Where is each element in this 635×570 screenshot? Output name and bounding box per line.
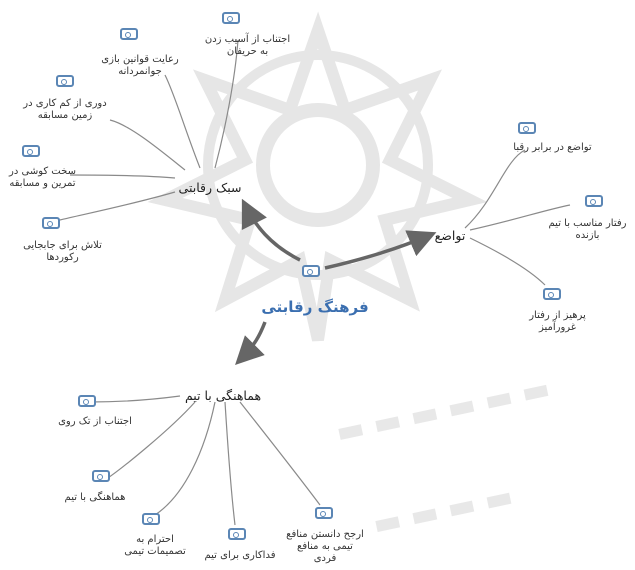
topic-note-icon [228, 528, 246, 540]
central-topic[interactable]: فرهنگ رقابتی [261, 298, 369, 316]
branch-humility[interactable]: تواضع [434, 228, 466, 243]
svg-text:▬ ▬ ▬ ▬: ▬ ▬ ▬ ▬ [370, 479, 516, 543]
team-child-3[interactable]: احترام به تصمیمات تیمی [124, 534, 186, 557]
topic-note-icon [222, 12, 240, 24]
humility-child-2[interactable]: رفتار مناسب با تیم بازنده [548, 218, 627, 241]
competitive-child-5[interactable]: تلاش برای جابجایی رکوردها [23, 240, 102, 263]
topic-note-icon [543, 288, 561, 300]
team-connectors [89, 395, 321, 526]
humility-child-1[interactable]: تواضع در برابر رقبا [513, 142, 592, 153]
topic-note-icon [78, 395, 96, 407]
topic-note-icon [142, 513, 160, 525]
competitive-child-4[interactable]: سخت کوشی در تمرین و مسابقه [9, 166, 76, 189]
arrow-to-humility [324, 230, 437, 270]
topic-note-icon [22, 145, 40, 157]
arrow-to-team [235, 321, 267, 365]
competitive-child-2[interactable]: رعایت قوانین بازی جوانمردانه [101, 54, 179, 77]
topic-note-icon [120, 28, 138, 40]
competitive-connectors [59, 39, 239, 221]
topic-note-icon [518, 122, 536, 134]
branch-team[interactable]: هماهنگی با تیم [184, 388, 262, 403]
humility-connectors [464, 149, 571, 286]
team-child-2[interactable]: هماهنگی با تیم [64, 492, 126, 503]
humility-child-3[interactable]: پرهیز از رفتار غرورآمیز [529, 310, 586, 333]
arrow-to-competitive [241, 198, 301, 262]
svg-text:▬ ▬ ▬ ▬ ▬ ▬: ▬ ▬ ▬ ▬ ▬ ▬ [333, 371, 553, 451]
topic-note-icon [92, 470, 110, 482]
team-child-1[interactable]: اجتناب از تک روی [58, 416, 132, 427]
main-arrows [235, 198, 437, 365]
competitive-child-1[interactable]: اجتناب از آسیب زدن به حریفان [204, 34, 291, 57]
topic-note-icon [56, 75, 74, 87]
team-child-5[interactable]: ارجح دانستن منافع تیمی به منافع فردی [286, 529, 364, 564]
topic-note-icon [42, 217, 60, 229]
watermark-text: ▬ ▬ ▬ ▬ ▬ ▬ ▬ ▬ ▬ ▬ [333, 371, 553, 543]
competitive-child-3[interactable]: دوری از کم کاری در زمین مسابقه [23, 98, 107, 121]
branch-competitive[interactable]: سبک رقابتی [178, 180, 242, 195]
topic-note-icon [585, 195, 603, 207]
topic-note-icon [315, 507, 333, 519]
central-topic-icon [302, 265, 320, 277]
team-child-4[interactable]: فداکاری برای تیم [204, 550, 276, 561]
